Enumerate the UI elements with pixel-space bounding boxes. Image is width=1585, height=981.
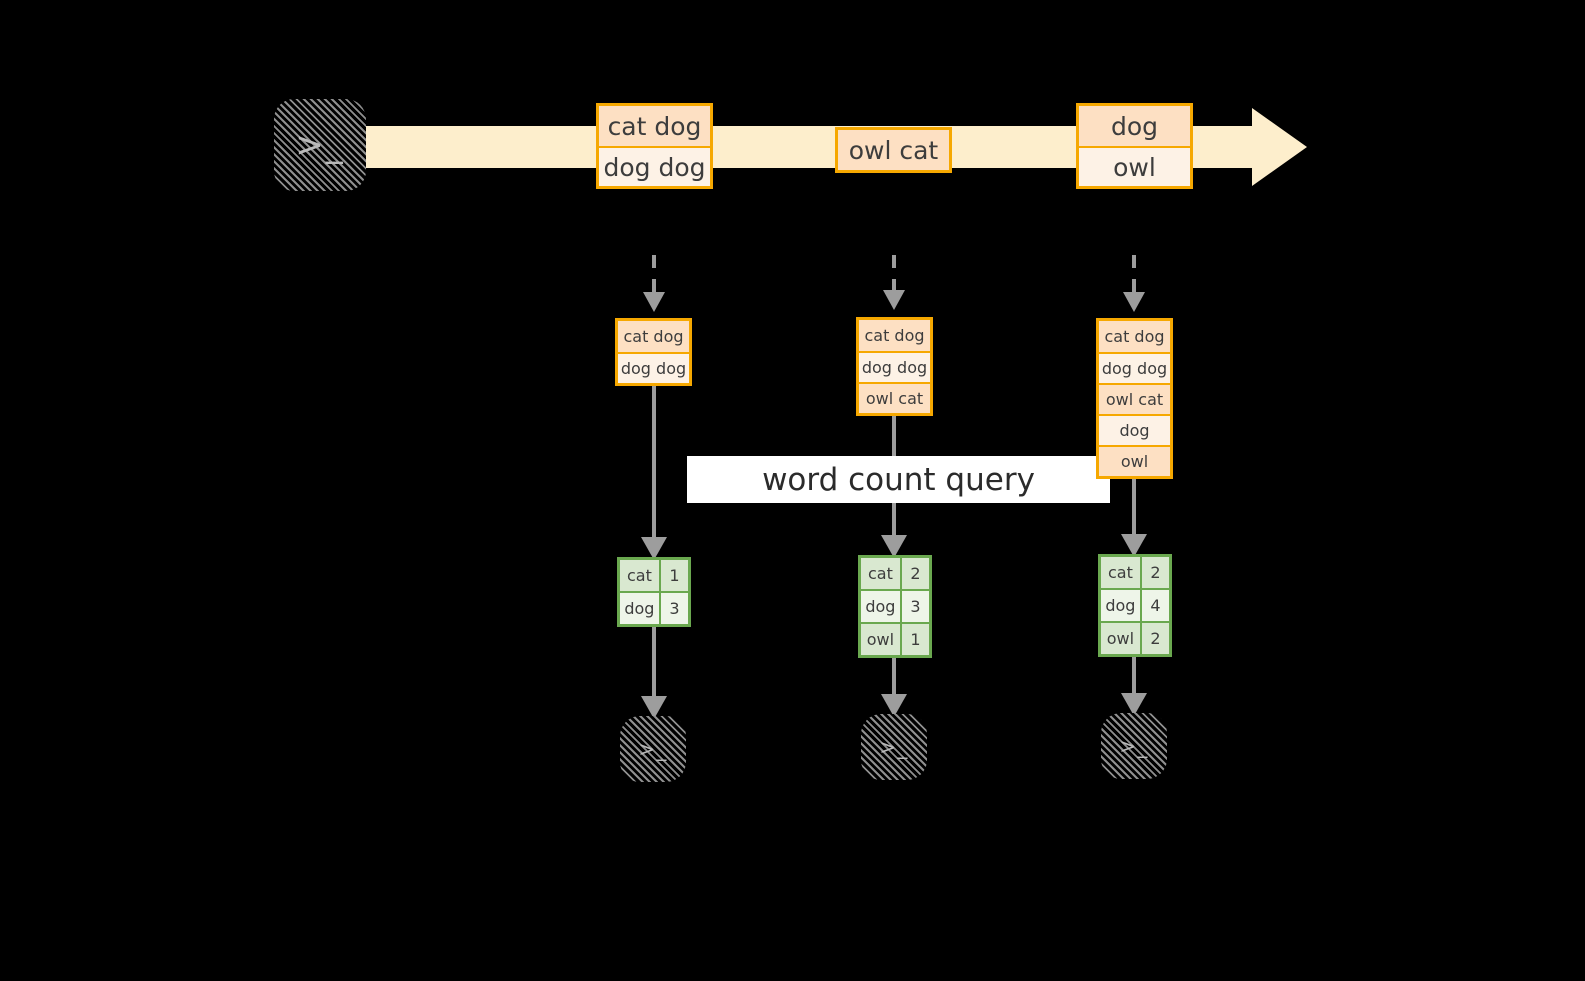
table-cell-count: 2	[1141, 623, 1169, 654]
sink-terminal-1[interactable]: >_	[620, 716, 686, 782]
table-row: dog 3	[620, 591, 688, 624]
buffer-line: cat dog	[1099, 321, 1170, 352]
stream-event-2[interactable]: owl cat	[835, 127, 952, 173]
snapshot-tap-arrows	[652, 255, 1136, 292]
table-cell-count: 1	[660, 560, 688, 591]
snapshot-tap-arrowheads	[643, 290, 1145, 312]
table-cell-word: dog	[620, 593, 661, 624]
table-cell-count: 2	[901, 558, 929, 589]
stream-event-line: dog	[1079, 106, 1190, 146]
query-label-text: word count query	[762, 461, 1035, 498]
table-cell-count: 3	[660, 593, 688, 624]
producer-terminal[interactable]: >_	[274, 99, 366, 191]
table-row: owl 1	[861, 622, 929, 655]
table-row: cat 2	[861, 558, 929, 589]
snapshot-buffer-3[interactable]: cat dog dog dog owl cat dog owl	[1096, 318, 1173, 479]
table-cell-word: dog	[861, 591, 902, 622]
stream-event-1[interactable]: cat dog dog dog	[596, 103, 713, 189]
stream-event-line: owl cat	[838, 130, 949, 170]
terminal-prompt-icon: >_	[879, 735, 909, 759]
stream-event-line: cat dog	[599, 106, 710, 146]
terminal-prompt-icon: >_	[295, 125, 345, 165]
query-label: word count query	[687, 456, 1110, 503]
buffer-line: dog dog	[1099, 352, 1170, 383]
terminal-hatch-border	[1101, 713, 1167, 779]
table-cell-word: cat	[620, 560, 661, 591]
buffer-line: owl cat	[1099, 383, 1170, 414]
result-table-1[interactable]: cat 1 dog 3	[617, 557, 691, 627]
stream-event-3[interactable]: dog owl	[1076, 103, 1193, 189]
buffer-line: dog	[1099, 414, 1170, 445]
snapshot-buffer-1[interactable]: cat dog dog dog	[615, 318, 692, 386]
result-to-sink-arrowheads	[641, 693, 1147, 719]
result-table-2[interactable]: cat 2 dog 3 owl 1	[858, 555, 932, 658]
table-cell-count: 1	[901, 624, 929, 655]
table-cell-count: 2	[1141, 557, 1169, 588]
terminal-prompt-icon: >_	[638, 737, 668, 761]
result-table-3[interactable]: cat 2 dog 4 owl 2	[1098, 554, 1172, 657]
buffer-line: owl	[1099, 445, 1170, 476]
sink-terminal-3[interactable]: >_	[1101, 713, 1167, 779]
table-row: cat 2	[1101, 557, 1169, 588]
stream-event-line: dog dog	[599, 146, 710, 186]
buffer-line: dog dog	[618, 352, 689, 383]
table-cell-word: cat	[861, 558, 902, 589]
table-row: dog 4	[1101, 588, 1169, 621]
stream-event-line: owl	[1079, 146, 1190, 186]
table-row: owl 2	[1101, 621, 1169, 654]
terminal-hatch-border	[861, 714, 927, 780]
terminal-hatch-border	[620, 716, 686, 782]
table-cell-word: owl	[1101, 623, 1142, 654]
buffer-line: dog dog	[859, 351, 930, 382]
table-cell-word: dog	[1101, 590, 1142, 621]
table-row: cat 1	[620, 560, 688, 591]
terminal-hatch-border	[274, 99, 366, 191]
buffer-line: cat dog	[618, 321, 689, 352]
terminal-prompt-icon: >_	[1119, 734, 1149, 758]
table-cell-word: cat	[1101, 557, 1142, 588]
table-row: dog 3	[861, 589, 929, 622]
table-cell-count: 3	[901, 591, 929, 622]
buffer-line: owl cat	[859, 382, 930, 413]
snapshot-buffer-2[interactable]: cat dog dog dog owl cat	[856, 317, 933, 416]
table-cell-count: 4	[1141, 590, 1169, 621]
table-cell-word: owl	[861, 624, 902, 655]
result-to-sink-lines	[652, 620, 1136, 696]
buffer-to-result-arrowheads	[641, 534, 1147, 560]
sink-terminal-2[interactable]: >_	[861, 714, 927, 780]
buffer-line: cat dog	[859, 320, 930, 351]
